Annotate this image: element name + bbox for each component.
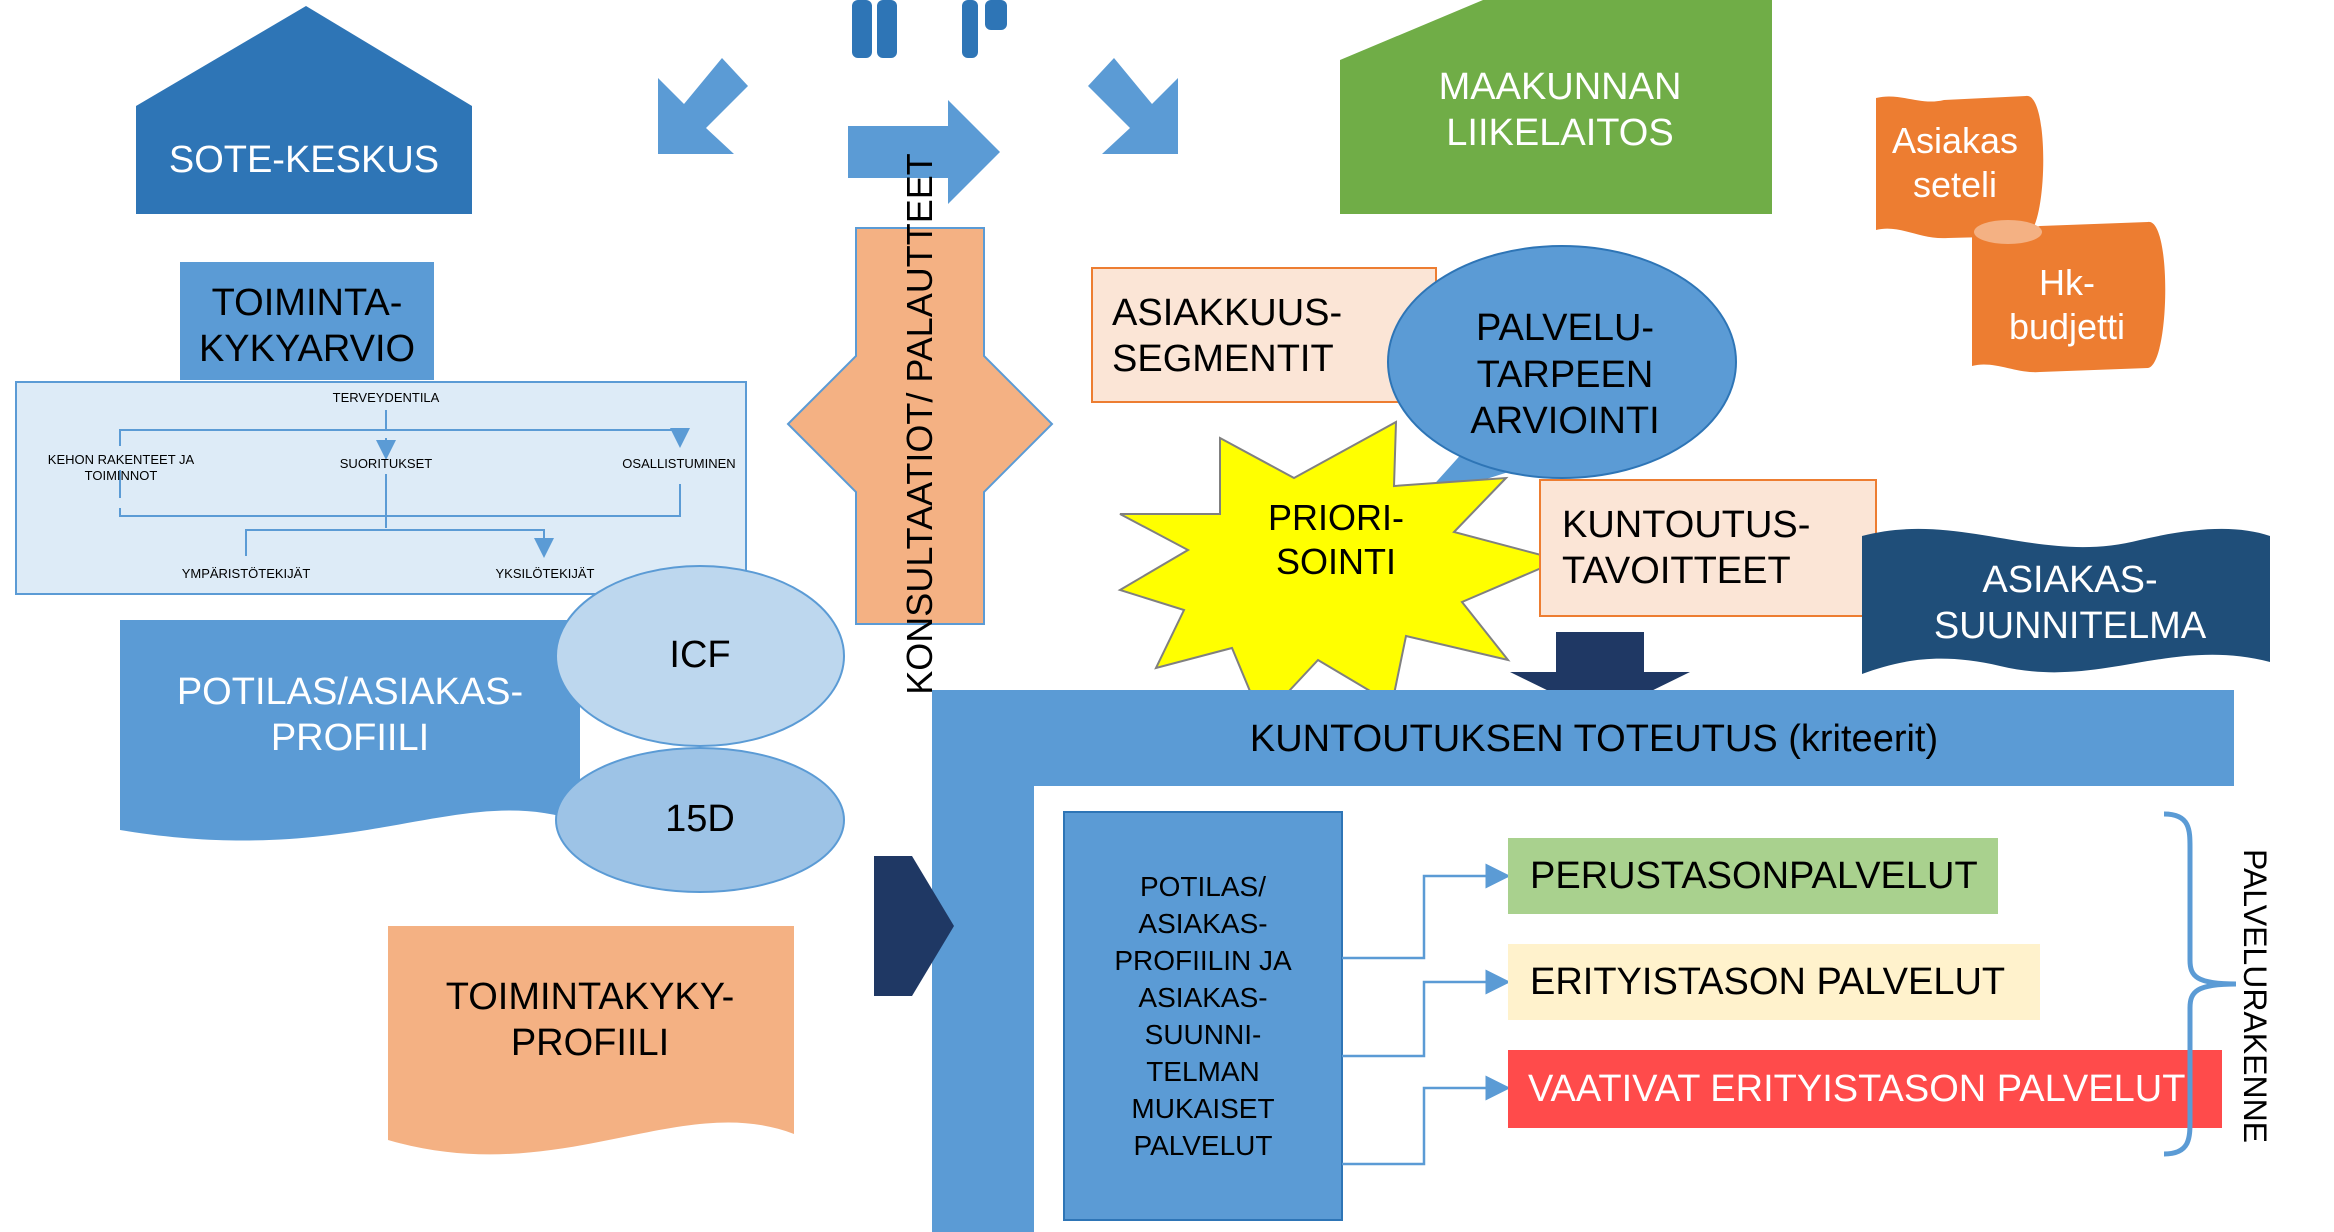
profiilin-mukaiset-palvelut-shape — [1063, 811, 1343, 1221]
sote-keskus-label: SOTE-KESKUS — [168, 138, 440, 181]
konsultaatiot-arrow-shape — [786, 227, 1054, 625]
vaativat-shape — [1508, 1050, 2222, 1128]
palvelurakenne-brace — [2163, 811, 2237, 1157]
people-icon — [852, 0, 1007, 58]
icf-suoritukset-label: SUORITUKSET — [339, 456, 433, 471]
icf-ellipse — [555, 747, 845, 893]
asiakasseteli-scroll-shape — [1876, 95, 2044, 239]
toimintakykyarvio-label: TOIMINTA- KYKYARVIO — [198, 281, 416, 370]
toimintakykyprofiili-label: TOIMINTAKYKY- PROFIILI — [445, 975, 735, 1064]
asiakkuussegmentit-shape — [1091, 267, 1437, 403]
kuntoutuksen-toteutus-label: KUNTOUTUKSEN TOTEUTUS (kriteerit) — [1249, 717, 1939, 760]
hk-budjetti-scroll-shape — [1972, 221, 2166, 373]
icf-yksilo-label: YKSILÖTEKIJÄT — [495, 566, 595, 581]
arrow-to-center-icon — [848, 100, 1000, 204]
hk-budjetti-label: Hk- budjetti — [2008, 262, 2126, 347]
icf-model-connectors — [119, 410, 690, 558]
icf-model-panel — [15, 381, 747, 595]
15d-label: 15D — [665, 797, 735, 840]
perustaso-shape — [1508, 838, 1998, 914]
asiakassuunnitelma-shape — [1862, 528, 2270, 674]
asiakasseteli-label: Asiakas seteli — [1891, 120, 2019, 205]
palvelutarpeen-arviointi-ellipse — [1387, 245, 1737, 479]
icf-osallistuminen-label: OSALLISTUMINEN — [622, 456, 736, 471]
kuntoutustavoitteet-label: KUNTOUTUS- TAVOITTEET — [1562, 503, 1811, 592]
vaativat-label: VAATIVAT ERITYISTASON PALVELUT — [1528, 1067, 2186, 1110]
toimintakykyprofiili-shape — [388, 926, 794, 1155]
maakunnan-liikelaitos-shape — [1340, 0, 1772, 214]
asiakassuunnitelma-label: ASIAKAS- SUUNNITELMA — [1933, 558, 2207, 647]
konsultaatiot-label: KONSULTAATIOT/ PALAUTTEET — [899, 153, 941, 695]
15d-ellipse — [555, 565, 845, 747]
arrow-to-sote-icon — [658, 58, 748, 154]
sote-keskus-shape — [136, 6, 472, 214]
priorisointi-label: PRIORI- SOINTI — [1267, 497, 1404, 582]
kuntoutuksen-toteutus-frame — [932, 690, 2234, 1232]
erityistaso-label: ERITYISTASON PALVELUT — [1530, 960, 2006, 1003]
arrow-to-maakunta-icon — [1088, 58, 1178, 154]
scroll-curl-decor — [1974, 220, 2042, 244]
erityistaso-shape — [1508, 944, 2040, 1020]
service-connectors — [1342, 863, 1511, 1166]
palvelutarpeen-arviointi-label: PALVELU- TARPEEN ARVIOINTI — [1470, 307, 1660, 443]
asiakkuussegmentit-label: ASIAKKUUS- SEGMENTIT — [1112, 291, 1343, 380]
potilasprofiili-shape — [120, 620, 580, 841]
palvelurakenne-label: PALVELURAKENNE — [2236, 848, 2273, 1144]
chevron-right-icon — [874, 856, 954, 996]
icf-label: ICF — [669, 633, 731, 676]
icf-kehon-label: KEHON RAKENTEET JA TOIMINNOT — [47, 452, 195, 483]
icf-ymparisto-label: YMPÄRISTÖTEKIJÄT — [181, 566, 311, 581]
profiilin-mukaiset-palvelut-label: POTILAS/ ASIAKAS- PROFIILIN JA ASIAKAS- … — [1114, 871, 1292, 1161]
toimintakykyarvio-shape — [180, 262, 434, 380]
maakunnan-liikelaitos-label: MAAKUNNAN LIIKELAITOS — [1438, 65, 1682, 154]
perustaso-label: PERUSTASONPALVELUT — [1530, 854, 1978, 897]
potilasprofiili-label: POTILAS/ASIAKAS- PROFIILI — [176, 670, 524, 759]
kuntoutustavoitteet-shape — [1539, 479, 1877, 617]
icf-terveydentila-label: TERVEYDENTILA — [332, 390, 440, 405]
down-arrow-icon — [1510, 632, 1690, 716]
